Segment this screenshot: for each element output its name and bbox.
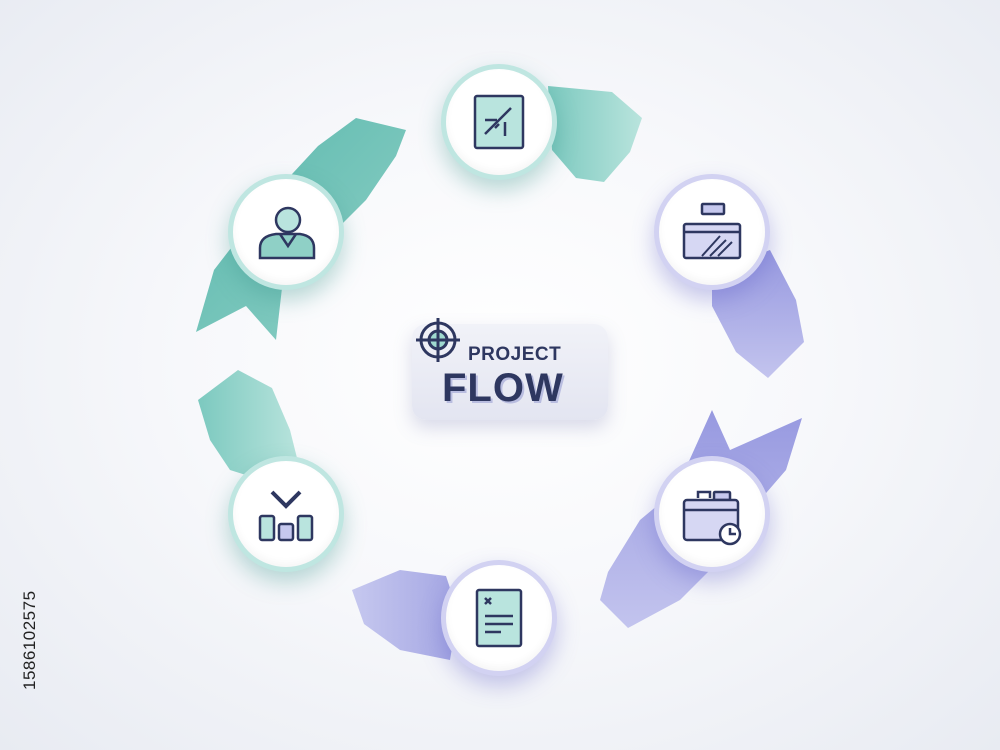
title-line-2: FLOW (442, 366, 564, 410)
ribbon-left-lower (198, 370, 300, 480)
check-bars-icon (258, 490, 314, 542)
person-icon (258, 206, 316, 260)
stage-node-1[interactable] (441, 64, 557, 180)
title-line-1: PROJECT (468, 344, 562, 365)
stage-node-5[interactable] (228, 456, 344, 572)
ribbon-bottom (352, 570, 458, 660)
growth-board-icon (473, 94, 525, 150)
chart-window-icon (682, 202, 742, 260)
document-checklist-icon (475, 588, 523, 648)
stage-node-2[interactable] (654, 174, 770, 290)
ribbon-top (548, 86, 642, 182)
stage-node-3[interactable] (654, 456, 770, 572)
stage-node-6[interactable] (228, 174, 344, 290)
briefcase-clock-icon (682, 490, 742, 546)
target-icon (416, 318, 460, 362)
watermark-id: 1586102575 (20, 590, 39, 690)
center-title-badge: PROJECT FLOW (412, 316, 612, 428)
stage-node-4[interactable] (441, 560, 557, 676)
